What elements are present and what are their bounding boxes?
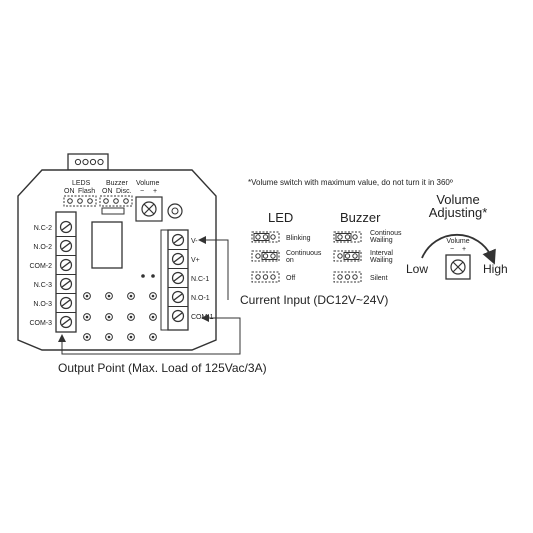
- terminal-label-vminus: V-: [191, 238, 198, 245]
- buzzer-silent-icon: [333, 271, 362, 283]
- volume-knob-label: Volume: [446, 238, 469, 245]
- right-terminal-block: [167, 229, 189, 331]
- terminal-screw-icon[interactable]: [171, 309, 185, 323]
- volume-knob-icon[interactable]: [445, 254, 471, 280]
- terminal-label-com3: COM-3: [29, 320, 52, 327]
- terminal-label-nc2: N.C-2: [34, 225, 52, 232]
- volume-high-label: High: [483, 262, 508, 276]
- terminal-screw-icon[interactable]: [59, 315, 73, 329]
- top-connector: [67, 153, 109, 171]
- buzzer-on-label: ON: [102, 188, 113, 195]
- board-volume-label: Volume: [136, 180, 159, 187]
- terminal-screw-icon[interactable]: [171, 290, 185, 304]
- terminal-screw-icon[interactable]: [171, 252, 185, 266]
- output-point-text: Output Point (Max. Load of 125Vac/3A): [58, 361, 267, 375]
- buzzer-switch[interactable]: Buzzer ON Disc.: [99, 180, 133, 215]
- volume-adjust-panel: Volume Adjusting* Volume − + Low High: [406, 192, 508, 280]
- buzzer-legend-title: Buzzer: [340, 210, 381, 225]
- leds-flash-label: Flash: [78, 188, 95, 195]
- relay: [91, 221, 123, 269]
- volume-note: *Volume switch with maximum value, do no…: [248, 178, 453, 187]
- led-legend-title: LED: [268, 210, 293, 225]
- terminal-label-no1: N.O-1: [191, 295, 210, 302]
- leds-label: LEDS: [72, 180, 91, 187]
- terminal-label-com2: COM-2: [29, 263, 52, 270]
- board-pads: [83, 274, 157, 341]
- led-continuous-icon: [251, 250, 280, 262]
- left-terminal-block: [55, 211, 77, 333]
- terminal-screw-icon[interactable]: [171, 233, 185, 247]
- terminal-screw-icon[interactable]: [59, 239, 73, 253]
- buzzer-label: Buzzer: [106, 180, 128, 187]
- board-volume-pot[interactable]: Volume − +: [135, 180, 163, 222]
- buzzer-interval-icon: [333, 250, 362, 262]
- volume-knob-plus: +: [462, 246, 466, 253]
- terminal-label-nc1: N.C-1: [191, 276, 209, 283]
- terminal-label-vplus: V+: [191, 257, 200, 264]
- terminal-label-no2: N.O-2: [33, 244, 52, 251]
- buzzer-element: [167, 203, 183, 219]
- led-off-label: Off: [286, 275, 295, 282]
- board-volume-minus: −: [140, 188, 144, 195]
- board-volume-plus: +: [153, 188, 157, 195]
- led-blinking-icon: [251, 231, 280, 243]
- current-input-text: Current Input (DC12V~24V): [240, 293, 388, 307]
- buzzer-disc-label: Disc.: [116, 188, 132, 195]
- terminal-screw-icon[interactable]: [59, 220, 73, 234]
- terminal-screw-icon[interactable]: [59, 296, 73, 310]
- left-terminal-labels: N.C-2 N.O-2 COM-2 N.C-3 N.O-3 COM-3: [29, 225, 52, 327]
- buzzer-silent-label: Silent: [370, 275, 388, 282]
- leds-switch[interactable]: LEDS ON Flash: [63, 180, 97, 207]
- terminal-screw-icon[interactable]: [59, 258, 73, 272]
- volume-adjust-title-2: Adjusting*: [429, 205, 488, 220]
- volume-adjust-title-1: Volume: [436, 192, 479, 207]
- terminal-screw-icon[interactable]: [171, 271, 185, 285]
- volume-knob-minus: −: [450, 246, 454, 253]
- current-input-callout: Current Input (DC12V~24V): [198, 236, 388, 307]
- led-off-icon: [251, 271, 280, 283]
- terminal-label-no3: N.O-3: [33, 301, 52, 308]
- output-point-callout: Output Point (Max. Load of 125Vac/3A): [58, 314, 267, 375]
- terminal-label-nc3: N.C-3: [34, 282, 52, 289]
- leds-on-label: ON: [64, 188, 75, 195]
- terminal-screw-icon[interactable]: [59, 277, 73, 291]
- buzzer-continuous-icon: [333, 231, 362, 243]
- volume-low-label: Low: [406, 262, 428, 276]
- led-blinking-label: Blinking: [286, 235, 311, 242]
